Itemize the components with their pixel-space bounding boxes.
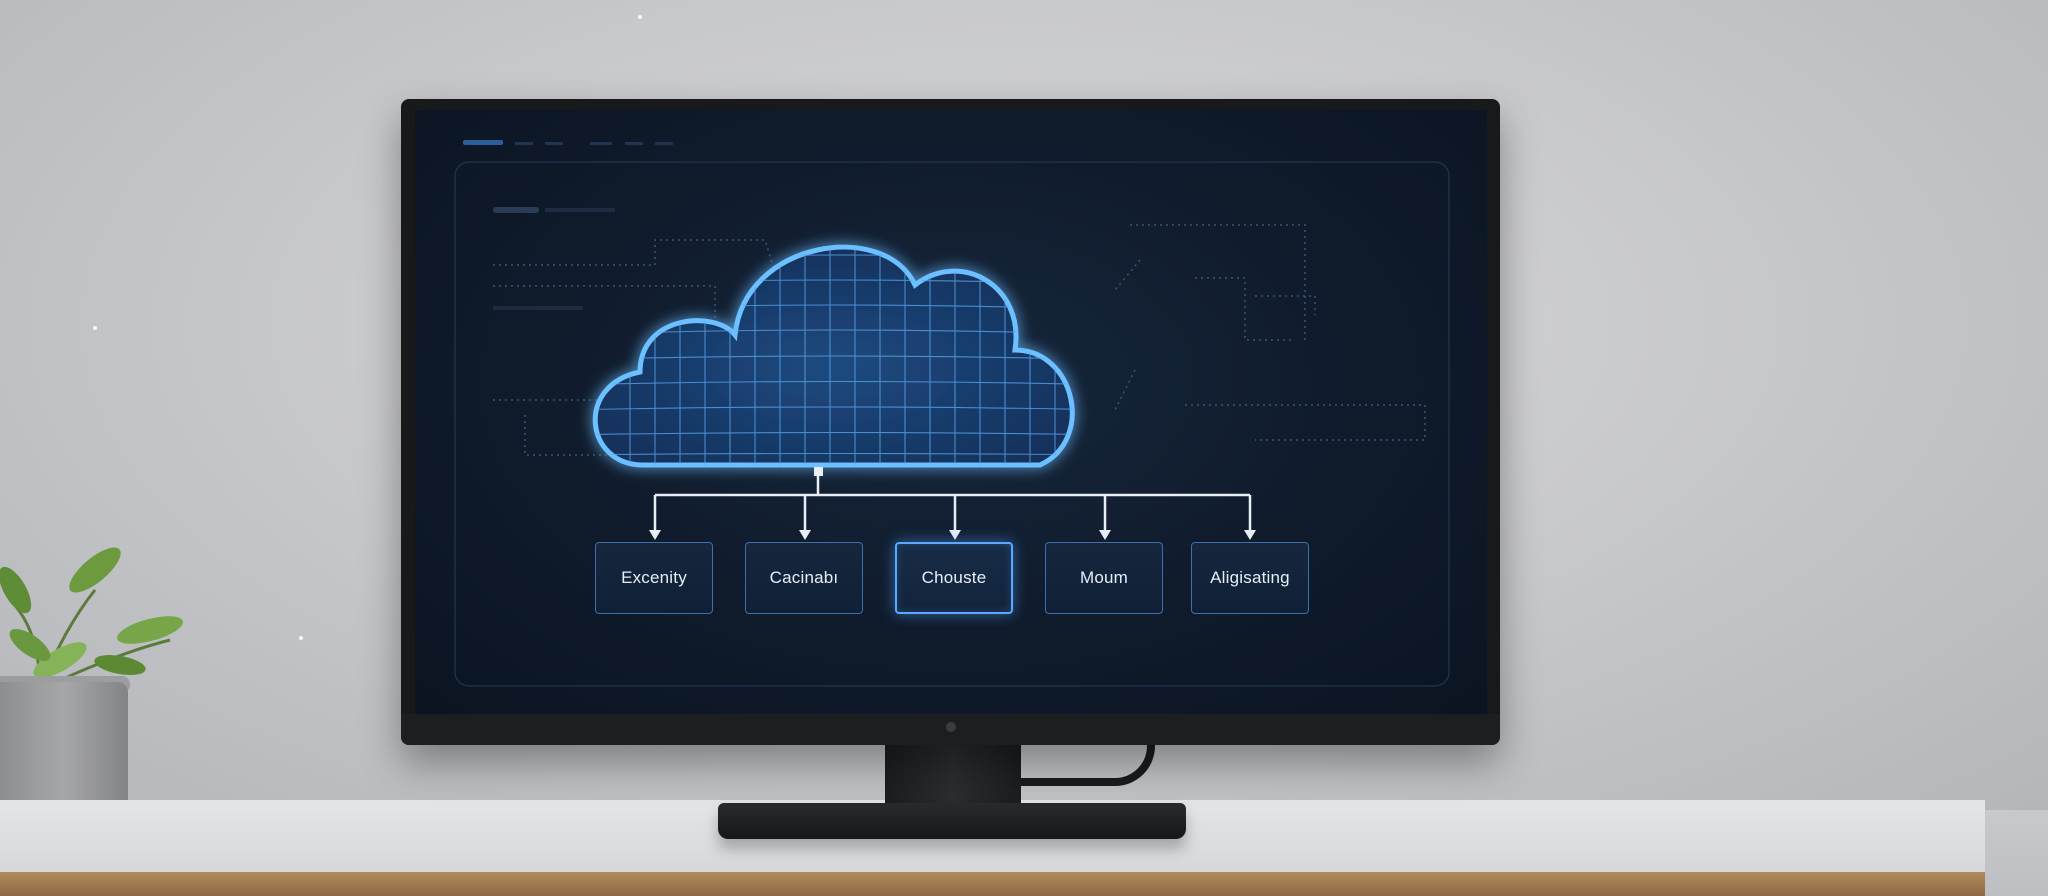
monitor-stand-base xyxy=(718,803,1186,839)
node-label: Cacinabı xyxy=(770,568,839,588)
desk-wood-edge xyxy=(0,872,1985,896)
arrow-heads xyxy=(649,530,1256,540)
diagram-node-3-highlighted: Chouste xyxy=(895,542,1013,614)
node-label: Excenity xyxy=(621,568,687,588)
cloud-port xyxy=(814,467,823,476)
node-label: Moum xyxy=(1080,568,1128,588)
light-speck xyxy=(93,326,97,330)
node-label: Chouste xyxy=(922,568,987,588)
webcam-icon xyxy=(946,722,956,732)
diagram-node-1: Excenity xyxy=(595,542,713,614)
ui-tab-active xyxy=(463,140,503,145)
monitor-stand-neck xyxy=(885,742,1021,808)
node-label: Aligisating xyxy=(1210,568,1290,588)
diagram-node-4: Moum xyxy=(1045,542,1163,614)
monitor-screen: Excenity Cacinabı Chouste Moum Aligisati… xyxy=(415,110,1487,714)
connector-lines xyxy=(655,475,1250,532)
monitor-cable xyxy=(1005,742,1155,786)
desk-shadow xyxy=(1985,810,2048,896)
cloud-diagram xyxy=(415,110,1487,714)
light-speck xyxy=(638,15,642,19)
light-speck xyxy=(299,636,303,640)
diagram-node-5: Aligisating xyxy=(1191,542,1309,614)
diagram-node-2: Cacinabı xyxy=(745,542,863,614)
potted-plant xyxy=(0,520,200,700)
